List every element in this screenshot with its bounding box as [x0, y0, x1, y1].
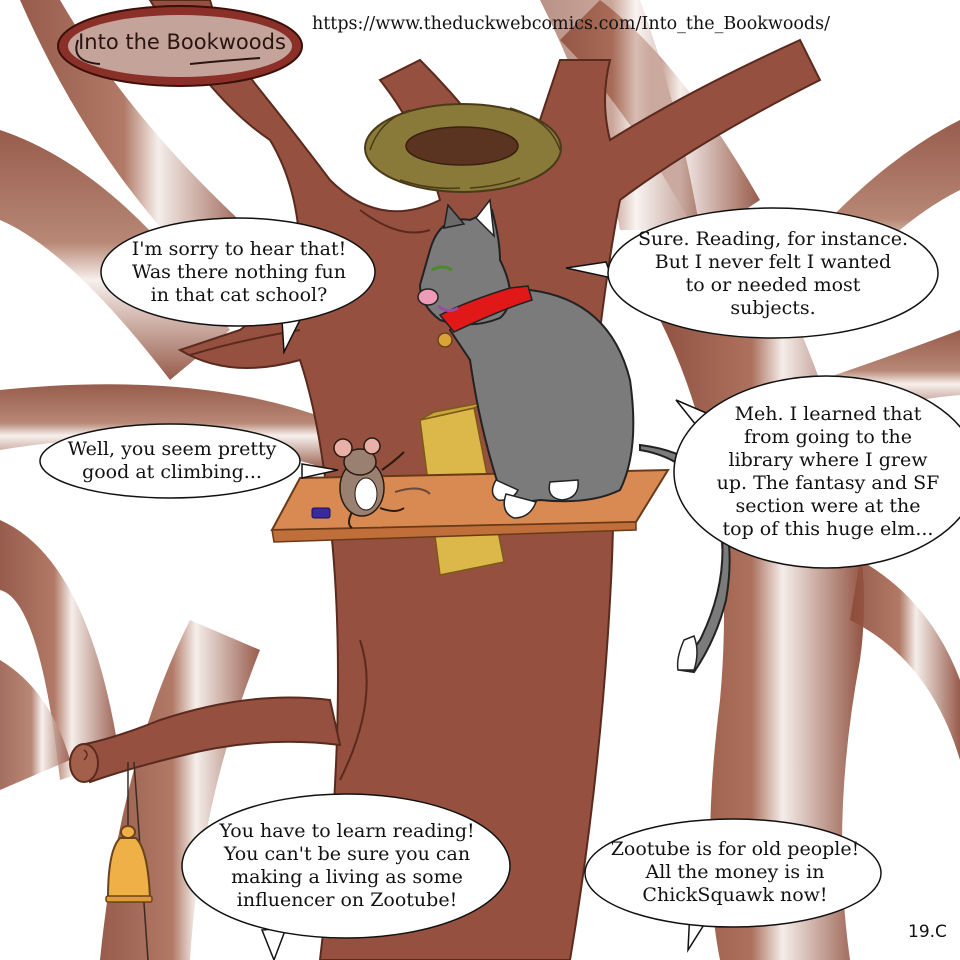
- speech-bubble-mouse-sorry: I'm sorry to hear that! Was there nothin…: [131, 237, 347, 306]
- nest-icon: [364, 103, 562, 193]
- cat-icon: [417, 198, 731, 674]
- comic-logo: [57, 5, 303, 87]
- page-number: 19.C: [908, 922, 947, 942]
- speech-bubbles: [39, 207, 960, 960]
- speech-bubble-mouse-climbing: Well, you seem pretty good at climbing..…: [67, 438, 277, 483]
- speech-bubble-mouse-learn: You have to learn reading! You can't be …: [219, 820, 475, 911]
- speech-bubble-cat-zootube: Zootube is for old people! All the money…: [610, 837, 860, 906]
- speech-bubble-cat-reading: Sure. Reading, for instance. But I never…: [637, 228, 909, 319]
- mouse-icon: [333, 437, 431, 529]
- logo-title: Into the Bookwoods: [78, 30, 286, 54]
- bell-icon: [105, 761, 153, 960]
- collar-bell-icon: [437, 332, 453, 348]
- comic-url[interactable]: https://www.theduckwebcomics.com/Into_th…: [312, 14, 830, 34]
- phone-icon: [311, 507, 331, 519]
- speech-bubble-cat-library: Meh. I learned that from going to the li…: [716, 403, 940, 540]
